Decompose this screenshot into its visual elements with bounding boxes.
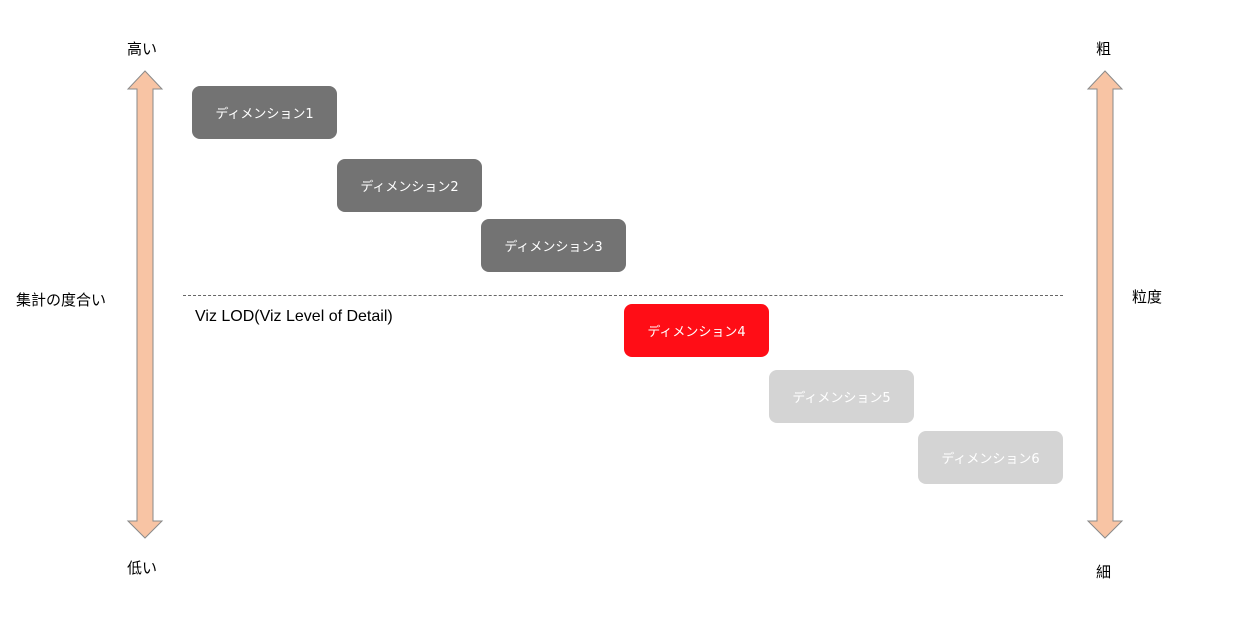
left-axis-bottom-label: 低い (127, 559, 158, 577)
dimension-4-box: ディメンション4 (624, 304, 769, 357)
dimension-6-box: ディメンション6 (918, 431, 1063, 484)
dimension-2-box: ディメンション2 (337, 159, 482, 212)
right-axis-bottom-label: 細 (1096, 563, 1112, 581)
viz-lod-label: Viz LOD(Viz Level of Detail) (195, 308, 393, 325)
lod-divider-line (183, 295, 1063, 296)
left-axis-middle-label: 集計の度合い (16, 291, 107, 309)
right-double-arrow-icon (1086, 70, 1124, 539)
left-axis-top-label: 高い (127, 40, 158, 58)
left-double-arrow-icon (126, 70, 164, 539)
dimension-1-box: ディメンション1 (192, 86, 337, 139)
dimension-5-box: ディメンション5 (769, 370, 914, 423)
dimension-3-box: ディメンション3 (481, 219, 626, 272)
right-axis-middle-label: 粒度 (1132, 288, 1163, 306)
right-axis-top-label: 粗 (1096, 40, 1112, 58)
